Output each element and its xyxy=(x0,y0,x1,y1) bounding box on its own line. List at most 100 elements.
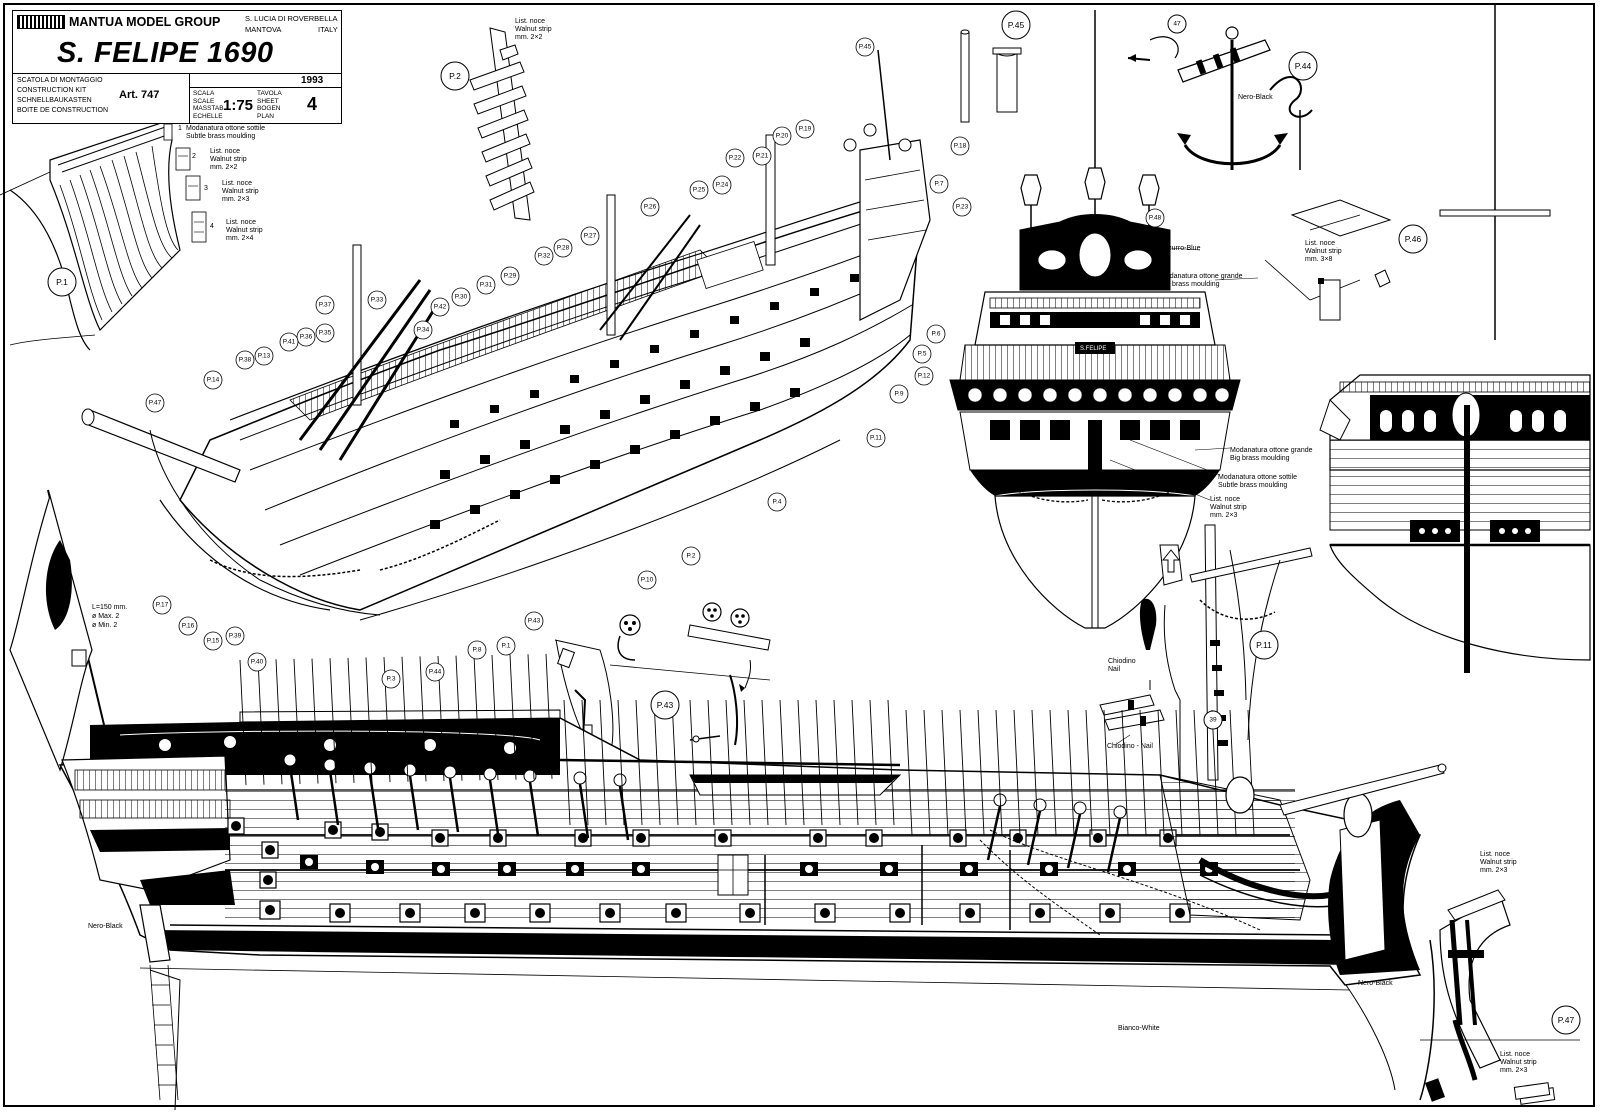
shroud-line xyxy=(761,699,769,826)
callout-circle xyxy=(254,346,274,366)
lower-gunport-barrel xyxy=(1175,908,1185,918)
callout-label: P.6 xyxy=(932,331,941,338)
callout-circle xyxy=(315,295,335,315)
ladder-number: 39 xyxy=(1209,717,1217,724)
location-country: ITALY xyxy=(318,25,338,34)
detail-label-p2: P.2 xyxy=(449,71,461,81)
model-name: S. FELIPE 1690 xyxy=(57,37,274,69)
flag-detail xyxy=(9,489,111,772)
stern-notes: Azzurro-Blue Modanatura ottone grande Bi… xyxy=(1080,245,1313,519)
upper-gunport-barrel xyxy=(571,865,579,873)
bow-front-view xyxy=(1319,374,1591,673)
chain-plate xyxy=(368,773,380,829)
lower-gunport-barrel xyxy=(1035,908,1045,918)
year: 1993 xyxy=(301,75,324,86)
callout-label: P.25 xyxy=(693,187,706,194)
shroud-line xyxy=(473,655,481,781)
note-big-moulding-top-1: Modanatura ottone grande xyxy=(1160,273,1243,280)
gunport-barrel xyxy=(328,825,338,835)
callout-label: P.23 xyxy=(956,204,969,211)
gunport-barrel xyxy=(813,833,823,843)
gunport-barrel xyxy=(231,821,241,831)
isometric-gunports xyxy=(430,274,859,529)
scale-label-de: MASSTAB xyxy=(193,105,224,112)
nail-notes: Chiodino Nail Chiodino - Nail xyxy=(1107,658,1153,750)
callout-label: P.27 xyxy=(584,233,597,240)
callout-circle xyxy=(178,616,198,636)
shroud-line xyxy=(347,657,355,783)
lower-gunport-barrel xyxy=(535,908,545,918)
callout-circle xyxy=(712,175,732,195)
callout-circle xyxy=(689,180,709,200)
callout-label: P.30 xyxy=(455,294,468,301)
callout-label: P.14 xyxy=(207,377,220,384)
callout-label: P.39 xyxy=(229,633,242,640)
p46-note-line3: mm. 3×8 xyxy=(1305,256,1333,263)
shroud-line xyxy=(1013,709,1021,836)
gunport-barrel xyxy=(435,833,445,843)
callout-circle xyxy=(430,297,450,317)
callout-circle xyxy=(952,197,972,217)
sheet-number: 4 xyxy=(307,94,318,114)
lower-gunport-barrel xyxy=(671,908,681,918)
callout-label: P.37 xyxy=(319,302,332,309)
callout-layer: P.45P.18P.19P.20P.21P.22P.24P.25P.26P.27… xyxy=(145,37,1165,689)
callout-label: P.18 xyxy=(954,143,967,150)
shroud-line xyxy=(671,699,679,826)
p47-detail xyxy=(1419,889,1580,1105)
shroud-line xyxy=(617,699,625,826)
upper-gunport-barrel xyxy=(1045,865,1053,873)
strip-note-2-line2: Walnut strip xyxy=(210,156,247,163)
shroud-line xyxy=(941,709,949,836)
callout-label: P.28 xyxy=(557,245,570,252)
gunport-barrel xyxy=(265,845,275,855)
shroud-line xyxy=(257,659,265,785)
lower-gunport-barrel xyxy=(1105,908,1115,918)
shroud-line xyxy=(905,709,913,836)
deadeye xyxy=(1033,798,1047,812)
callout-circle xyxy=(772,126,792,146)
gunport-barrel xyxy=(263,875,273,885)
shroud-line xyxy=(1031,709,1039,836)
lower-gunport-barrel xyxy=(265,905,275,915)
callout-circle xyxy=(279,332,299,352)
p47-note-a-1: List. noce xyxy=(1480,851,1510,858)
callout-label: P.19 xyxy=(799,126,812,133)
callout-label: P.38 xyxy=(239,357,252,364)
gunport-barrel xyxy=(375,827,385,837)
shroud-line xyxy=(311,658,319,784)
chain-plate xyxy=(448,777,460,833)
callout-circle xyxy=(152,595,172,615)
callout-circle xyxy=(413,320,433,340)
callout-label: P.12 xyxy=(918,373,931,380)
callout-label: P.43 xyxy=(528,618,541,625)
callout-circle xyxy=(950,136,970,156)
lower-gunport-barrel xyxy=(470,908,480,918)
lower-gunport-barrel xyxy=(335,908,345,918)
chain-plate xyxy=(328,770,340,826)
lower-gunport-barrel xyxy=(820,908,830,918)
sheet-label-fr: PLAN xyxy=(257,112,274,120)
shroud-line xyxy=(239,659,247,786)
callout-circle xyxy=(235,350,255,370)
stern-view xyxy=(949,10,1259,629)
deadeye xyxy=(1073,801,1087,815)
upper-gunport-barrel xyxy=(637,865,645,873)
callout-label: P.10 xyxy=(641,577,654,584)
shroud-line xyxy=(851,699,859,826)
p2-note: List. noce Walnut strip mm. 2×2 xyxy=(515,18,552,41)
strip-note-3-num: 3 xyxy=(204,185,208,192)
strip-notes: 1 Modanatura ottone sottile Subtle brass… xyxy=(178,125,265,242)
callout-label: P.42 xyxy=(434,304,447,311)
location-line1: S. LUCIA DI ROVERBELLA xyxy=(245,14,338,23)
middle-gunports xyxy=(227,817,1177,847)
chain-plate xyxy=(578,783,590,839)
callout-label: P.16 xyxy=(182,623,195,630)
callout-label: P.33 xyxy=(371,297,384,304)
detail-label-p44: P.44 xyxy=(1295,61,1312,71)
deadeye xyxy=(443,765,457,779)
flag-note: L=150 mm. ø Max. 2 ø Min. 2 xyxy=(92,604,127,629)
callout-circle xyxy=(500,266,520,286)
upper-gunport-barrel xyxy=(1123,865,1131,873)
lower-gunport-barrel xyxy=(895,908,905,918)
